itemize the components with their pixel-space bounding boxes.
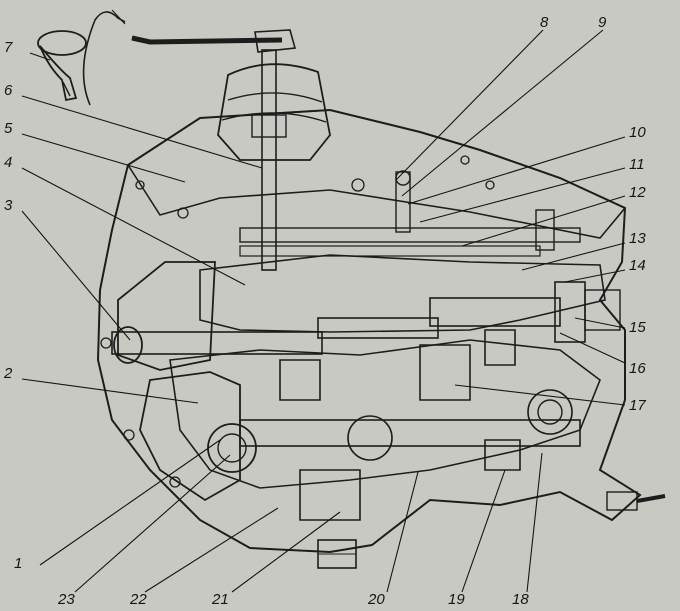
leader-line-20	[386, 471, 419, 593]
leader-line-3	[21, 210, 131, 341]
leader-line-14	[564, 269, 626, 283]
leader-line-6	[21, 95, 263, 169]
callout-2: 2	[3, 365, 13, 382]
callout-16: 16	[629, 360, 646, 377]
leader-line-7	[29, 52, 51, 61]
leader-line-19	[461, 469, 506, 593]
callout-10: 10	[629, 124, 646, 141]
leader-line-18	[526, 452, 543, 593]
callout-labels: 1 2 3 4 5 6 7 8 9 10 11 12 13 14 15 16 1…	[3, 14, 646, 608]
callout-5: 5	[4, 120, 13, 137]
callout-3: 3	[4, 197, 13, 214]
callout-21: 21	[211, 591, 229, 608]
callout-20: 20	[367, 591, 385, 608]
leader-line-13	[521, 242, 626, 271]
leader-line-4	[21, 167, 246, 286]
leader-line-22	[144, 507, 279, 593]
callout-18: 18	[512, 591, 529, 608]
leader-line-11	[419, 167, 626, 223]
callout-6: 6	[4, 82, 13, 99]
callout-4: 4	[4, 154, 12, 171]
leader-line-8	[395, 29, 544, 181]
leader-line-15	[574, 317, 626, 329]
leader-line-10	[407, 136, 626, 205]
leader-lines	[21, 29, 626, 593]
leader-line-21	[231, 511, 341, 593]
leader-line-9	[401, 29, 604, 197]
callout-22: 22	[129, 591, 147, 608]
sectioned-interior	[117, 254, 606, 569]
leader-line-2	[21, 378, 199, 404]
leader-line-16	[559, 332, 626, 364]
callout-14: 14	[629, 257, 646, 274]
callout-8: 8	[540, 14, 549, 31]
gearbox-housing	[96, 108, 666, 554]
callout-19: 19	[448, 591, 465, 608]
shift-rail-assembly	[239, 170, 581, 257]
leader-line-1	[39, 439, 221, 566]
countershaft-assembly	[207, 329, 581, 521]
callout-11: 11	[629, 156, 645, 173]
callout-23: 23	[57, 591, 75, 608]
callout-17: 17	[629, 397, 646, 414]
callout-9: 9	[598, 14, 607, 31]
callout-15: 15	[629, 319, 646, 336]
gear-knob	[37, 30, 87, 102]
leader-line-5	[21, 133, 186, 183]
callout-1: 1	[14, 555, 22, 572]
callout-12: 12	[629, 184, 646, 201]
leader-line-12	[461, 195, 626, 247]
callout-13: 13	[629, 230, 646, 247]
shift-tower	[82, 9, 331, 271]
callout-7: 7	[4, 39, 13, 56]
leader-line-17	[454, 384, 626, 406]
upper-shaft-assembly	[111, 281, 621, 364]
leader-line-23	[74, 454, 231, 593]
